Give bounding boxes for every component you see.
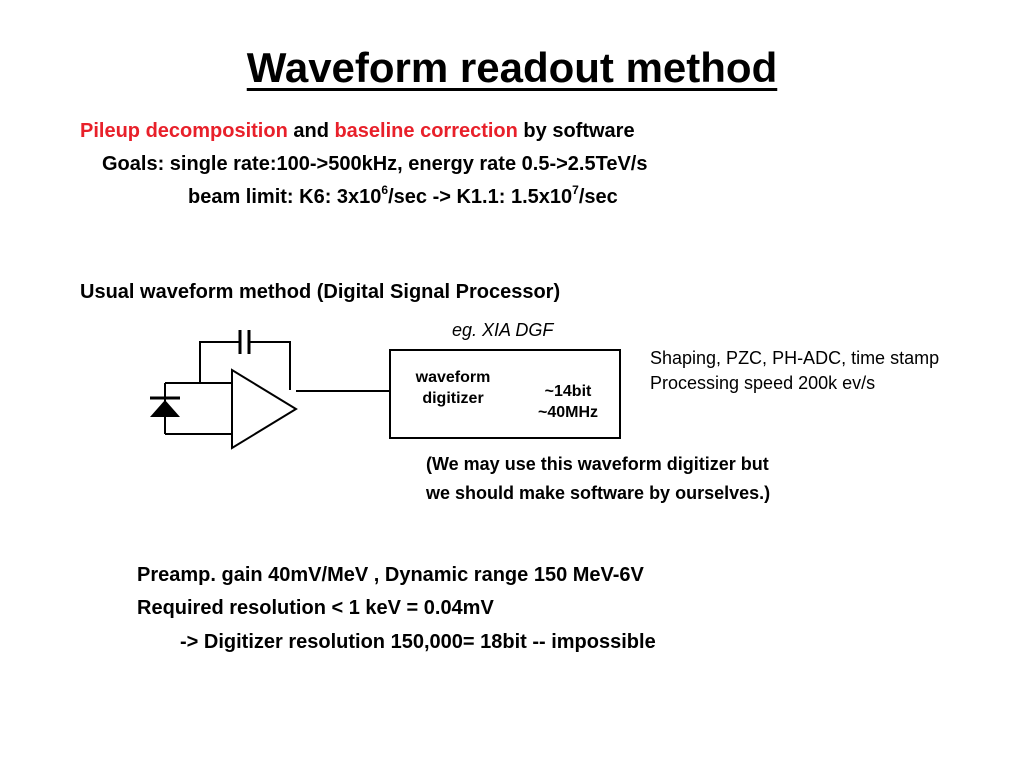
preamp-gain-line: Preamp. gain 40mV/MeV , Dynamic range 15…: [137, 564, 644, 586]
beam-limit-exponent-1: 6: [381, 183, 389, 197]
intro-line: Pileup decomposition and baseline correc…: [80, 120, 635, 143]
beam-limit-middle: /sec -> K1.1: 1.5x10: [388, 186, 573, 208]
required-resolution-line: Required resolution < 1 keV = 0.04mV: [137, 597, 494, 619]
digitizer-resolution-line: -> Digitizer resolution 150,000= 18bit -…: [180, 631, 656, 653]
waveform-digitizer-label: waveform digitizer: [398, 367, 508, 409]
beam-limit-suffix: /sec: [578, 186, 618, 208]
box-left-line1: waveform: [415, 369, 491, 386]
feature-line1: Shaping, PZC, PH-ADC, time stamp: [650, 348, 940, 368]
feedback-wire-right: [249, 341, 291, 390]
box-right-line1: ~14bit: [544, 383, 592, 400]
box-left-line2: digitizer: [422, 390, 484, 407]
feature-description: Shaping, PZC, PH-ADC, time stamp Process…: [650, 346, 939, 396]
section-heading: Usual waveform method (Digital Signal Pr…: [80, 281, 561, 303]
and-text: and: [287, 120, 335, 142]
note-line1: (We may use this waveform digitizer but: [426, 454, 769, 474]
amplifier-triangle-icon: [231, 368, 298, 450]
goals-line: Goals: single rate:100->500kHz, energy r…: [102, 153, 648, 175]
pileup-decomposition-text: Pileup decomposition: [80, 120, 288, 142]
feature-line2: Processing speed 200k ev/s: [650, 373, 876, 393]
beam-limit-exponent-2: 7: [572, 183, 579, 197]
digitizer-note: (We may use this waveform digitizer but …: [426, 450, 770, 508]
box-right-line2: ~40MHz: [537, 404, 599, 421]
beam-limit-line: beam limit: K6: 3x106/sec -> K1.1: 1.5x1…: [188, 183, 618, 209]
digitizer-spec-label: ~14bit ~40MHz: [520, 381, 616, 423]
by-software-text: by software: [517, 120, 635, 142]
diode-icon: [150, 396, 180, 417]
baseline-correction-text: baseline correction: [334, 120, 518, 142]
note-line2: we should make software by ourselves.): [426, 483, 771, 503]
eg-xia-dgf-label: eg. XIA DGF: [452, 320, 554, 340]
beam-limit-prefix: beam limit: K6: 3x10: [188, 186, 382, 208]
slide-title: Waveform readout method: [246, 44, 778, 91]
feedback-wire-left: [199, 341, 240, 383]
